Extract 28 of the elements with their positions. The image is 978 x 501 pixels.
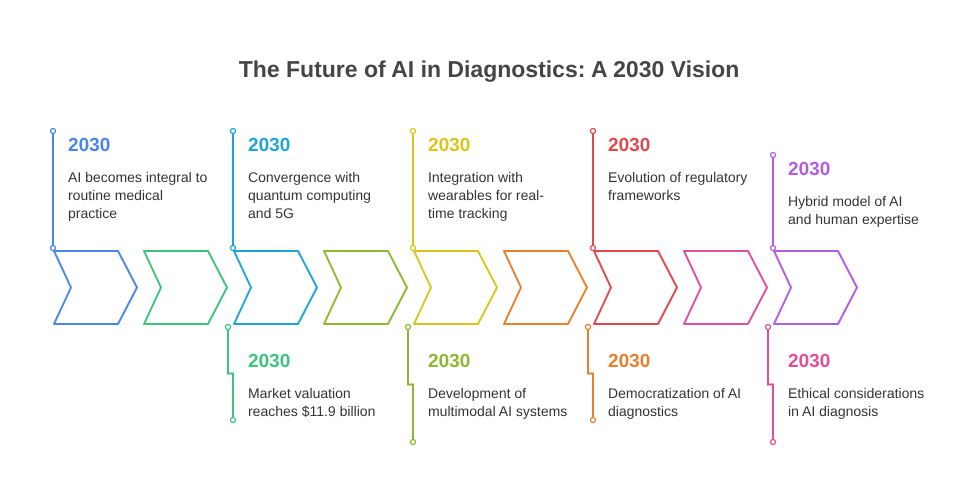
year-heading: 2030 xyxy=(248,350,292,374)
milestone-description: Convergence with quantum computing and 5G xyxy=(248,168,372,222)
year-heading: 2030 xyxy=(788,158,832,182)
milestone-description: Evolution of regulatory frameworks xyxy=(608,168,748,204)
milestone-description: Ethical considerations in AI diagnosis xyxy=(788,384,926,420)
title: The Future of AI in Diagnostics: A 2030 Vision xyxy=(238,55,740,84)
leader-line xyxy=(770,152,776,252)
year-heading: 2030 xyxy=(608,134,652,158)
year-heading: 2030 xyxy=(68,134,112,158)
leader-line xyxy=(584,324,596,424)
leader-line xyxy=(410,128,416,252)
milestone-description: Democratization of AI diagnostics xyxy=(608,384,742,420)
milestone-description: Market valuation reaches $11.9 billion xyxy=(248,384,376,420)
year-heading: 2030 xyxy=(248,134,292,158)
milestone-description: Hybrid model of AI and human expertise xyxy=(788,192,920,228)
milestone-description: Integration with wearables for real-time tracking xyxy=(428,168,545,222)
milestone-description: AI becomes integral to routine medical practice xyxy=(68,168,208,222)
leader-line xyxy=(230,128,236,252)
year-heading: 2030 xyxy=(428,350,472,374)
year-heading: 2030 xyxy=(608,350,652,374)
leader-line xyxy=(224,324,236,424)
year-heading: 2030 xyxy=(428,134,472,158)
leader-line xyxy=(590,128,596,252)
year-heading: 2030 xyxy=(788,350,832,374)
milestone-description: Development of multimodal AI systems xyxy=(428,384,568,420)
leader-line xyxy=(50,128,56,252)
leader-line xyxy=(764,324,776,446)
leader-line xyxy=(404,324,416,446)
